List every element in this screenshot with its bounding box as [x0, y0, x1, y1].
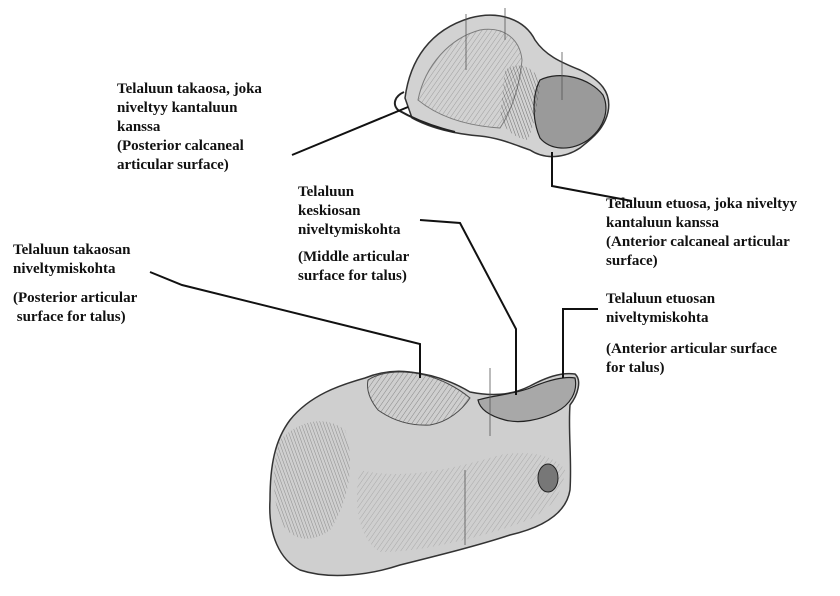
leader-anterior-talus: [563, 309, 598, 378]
label-fi-line: Telaluun takaosa, joka: [117, 80, 262, 99]
label-middle-articular-surface: Telaluun keskiosan niveltymiskohta (Midd…: [298, 183, 409, 286]
label-fi-line: kanssa: [117, 118, 262, 137]
label-en-line: articular surface): [117, 156, 262, 175]
label-fi-line: Telaluun: [298, 183, 409, 202]
label-en-line: (Anterior calcaneal articular: [606, 233, 797, 252]
calcaneus-bone-illustration: [270, 368, 579, 575]
label-fi-line: Telaluun takaosan: [13, 241, 137, 260]
leader-posterior-talus: [150, 272, 420, 378]
label-fi-line: keskiosan: [298, 202, 409, 221]
label-anterior-calcaneal-articular-surface: Telaluun etuosa, joka niveltyy kantaluun…: [606, 195, 797, 271]
label-en-line: for talus): [606, 359, 777, 378]
label-posterior-articular-surface: Telaluun takaosan niveltymiskohta (Poste…: [13, 241, 137, 327]
label-en-line: (Posterior articular: [13, 289, 137, 308]
leader-middle: [420, 220, 516, 395]
label-anterior-articular-surface: Telaluun etuosan niveltymiskohta (Anteri…: [606, 290, 777, 378]
label-en-line: (Posterior calcaneal: [117, 137, 262, 156]
label-fi-line: Telaluun etuosan: [606, 290, 777, 309]
talus-bone-illustration: [395, 8, 609, 157]
leader-top-posterior: [292, 107, 408, 155]
label-fi-line: niveltyy kantaluun: [117, 99, 262, 118]
label-en-line: surface for talus): [13, 308, 137, 327]
talus-head: [534, 76, 606, 148]
label-posterior-calcaneal-articular-surface: Telaluun takaosa, joka niveltyy kantaluu…: [117, 80, 262, 175]
label-en-line: (Anterior articular surface: [606, 340, 777, 359]
label-en-line: (Middle articular: [298, 248, 409, 267]
label-fi-line: Telaluun etuosa, joka niveltyy: [606, 195, 797, 214]
label-fi-line: kantaluun kanssa: [606, 214, 797, 233]
label-fi-line: niveltymiskohta: [13, 260, 137, 279]
leader-top-anterior: [552, 152, 632, 201]
label-en-line: surface for talus): [298, 267, 409, 286]
label-en-line: surface): [606, 252, 797, 271]
label-fi-line: niveltymiskohta: [606, 309, 777, 328]
label-fi-line: niveltymiskohta: [298, 221, 409, 240]
